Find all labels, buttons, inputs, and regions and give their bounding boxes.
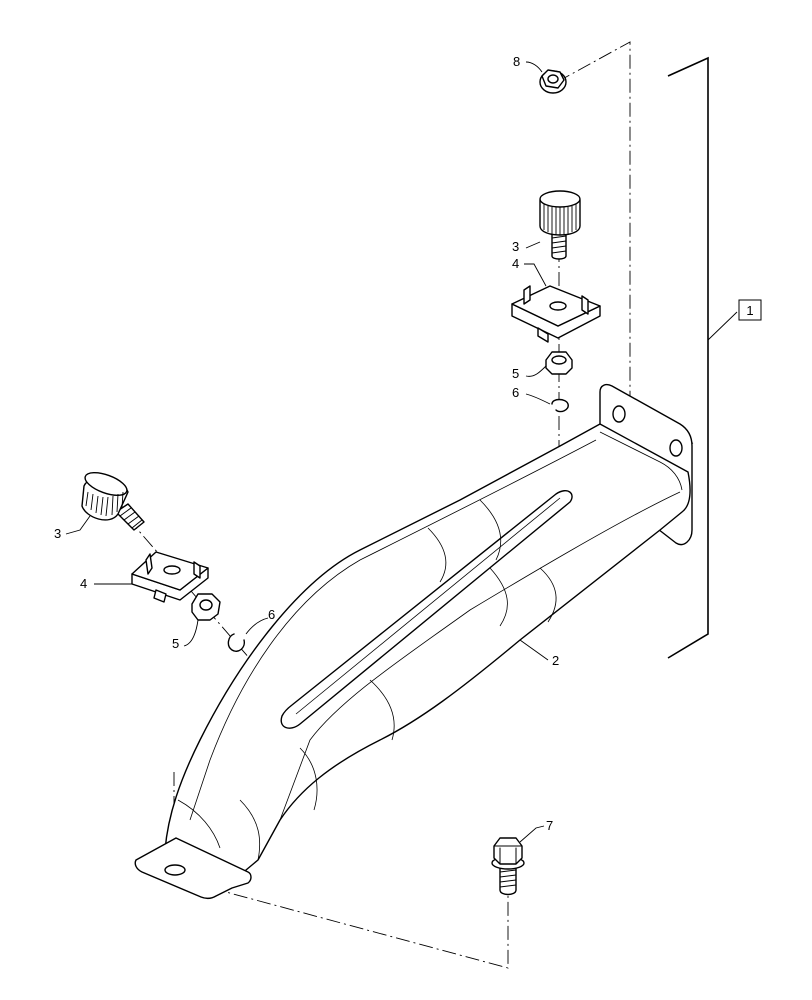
clamp-upper	[511, 285, 601, 343]
foot-plate-hole	[164, 864, 186, 876]
facet-seam-6	[299, 747, 318, 811]
facet-seam-3	[539, 567, 557, 623]
clamp-upper-hole	[549, 301, 567, 311]
clip-lower	[227, 633, 246, 652]
knob-upper-leader	[525, 241, 541, 249]
knob-upper-knurl	[543, 204, 577, 235]
knob-upper	[539, 190, 581, 260]
knob-lower-leader	[65, 515, 91, 535]
callout-bolt: 7	[546, 818, 553, 833]
nut-upper	[545, 351, 573, 375]
callout-clamp-upper: 4	[512, 256, 519, 271]
knob-lower-knurl	[85, 491, 124, 517]
flange-nut	[539, 69, 567, 94]
callout-knob-lower: 3	[54, 526, 61, 541]
callout-knob-upper: 3	[512, 239, 519, 254]
flange-nut-leader	[525, 61, 543, 73]
callout-bracket: 2	[552, 653, 559, 668]
flange-nut-bore	[547, 74, 559, 84]
callout-clip-lower: 6	[268, 607, 275, 622]
knob-upper-thread-lines	[551, 235, 567, 254]
knob-upper-top	[539, 190, 581, 208]
slot-inner-edge	[295, 497, 561, 715]
rear-flange-hole-left	[612, 405, 626, 423]
flange-bolt-head	[493, 837, 523, 865]
facet-ridge-1	[189, 439, 597, 821]
facet-ridge-2	[279, 491, 681, 821]
flange-bolt	[491, 837, 525, 896]
knob-lower	[81, 471, 145, 531]
facet-top-edge	[599, 431, 683, 491]
flange-bolt-head-edges	[493, 845, 523, 865]
clamp-upper-rib-left	[523, 285, 531, 305]
assembly-bracket	[667, 56, 709, 659]
nut-lower-bore	[199, 599, 213, 611]
clamp-lower-rib-left	[145, 553, 153, 575]
facet-seam-5	[369, 679, 395, 741]
bracket-arm	[164, 423, 691, 876]
clip-upper-leader	[525, 393, 551, 405]
facet-seam-1	[479, 499, 502, 561]
callout-clamp-lower: 4	[80, 576, 87, 591]
knob-lower-thread-lines	[119, 507, 143, 529]
clamp-upper-tab	[537, 327, 549, 343]
assembly-callout-box	[738, 299, 762, 321]
clamp-lower-hole	[163, 565, 181, 575]
foot-plate	[134, 837, 252, 900]
facet-seam-8	[177, 799, 221, 849]
rear-flange-hole-right	[669, 439, 683, 457]
clamp-lower-rib-right	[193, 561, 201, 579]
clamp-lower	[131, 551, 209, 603]
support-bracket	[134, 383, 693, 900]
nut-upper-leader	[525, 365, 547, 377]
callout-assembly: 1	[746, 303, 753, 318]
bracket-leader	[519, 639, 549, 661]
assembly-leader	[707, 311, 738, 341]
flange-bolt-thread-lines	[499, 869, 517, 888]
clamp-lower-tab	[153, 589, 167, 603]
flange-bolt-shank	[499, 865, 517, 896]
knob-lower-top	[84, 471, 128, 497]
nut-lower-leader	[183, 619, 199, 647]
clamp-upper-rib-right	[581, 295, 589, 315]
facet-seam-7	[239, 799, 261, 861]
callout-flange-nut: 8	[513, 54, 520, 69]
callout-nut-lower: 5	[172, 636, 179, 651]
nut-upper-bore	[551, 355, 567, 365]
callout-clip-upper: 6	[512, 385, 519, 400]
facet-seam-4	[489, 567, 508, 627]
clip-lower-leader	[245, 617, 269, 635]
nut-lower	[191, 593, 221, 621]
clamp-upper-leader	[524, 263, 547, 287]
clip-upper	[551, 398, 569, 413]
flange-bolt-leader	[519, 825, 545, 843]
callout-nut-upper: 5	[512, 366, 519, 381]
facet-seam-2	[427, 527, 447, 583]
